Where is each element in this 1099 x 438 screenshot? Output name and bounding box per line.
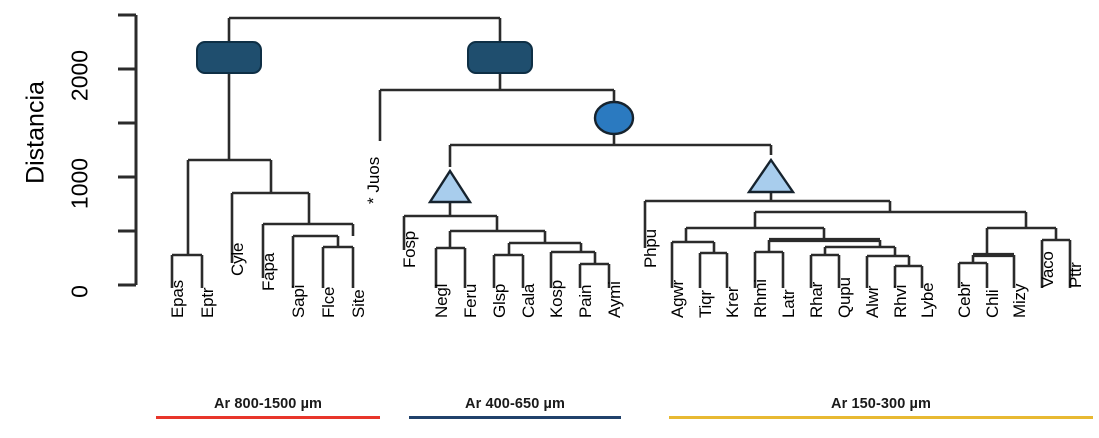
cluster-marker-circle (593, 100, 635, 136)
cluster-marker-left-rect (196, 41, 262, 74)
leaf-label: Alwr (863, 285, 882, 318)
leaf-label: Tiqr (696, 290, 715, 318)
leaf-label: Sapi (289, 284, 308, 318)
leaf-label: Rhvi (891, 284, 910, 318)
leaf-label: Cala (519, 283, 538, 318)
asterisk-note: * Juos (364, 156, 383, 204)
leaf-label: Qupu (835, 277, 854, 318)
leaf-label: Krer (723, 286, 742, 318)
cluster-group-2 (402, 201, 611, 288)
leaf-label: Cebr (955, 281, 974, 318)
leaf-label: Epas (168, 280, 187, 318)
group-bar: Ar 800-1500 µm (156, 396, 380, 419)
leaf-label: Cyle (228, 242, 247, 276)
leaf-label: Glsp (490, 283, 509, 318)
group-bar-underline (156, 416, 380, 419)
leaf-label: Eptr (198, 287, 217, 318)
leaf-label: Feru (461, 283, 480, 318)
leaf-label: Rhmi (751, 279, 770, 318)
group-bar-label: Ar 800-1500 µm (213, 396, 323, 412)
leaf-label: Mizy (1010, 283, 1029, 318)
group-bar: Ar 150-300 µm (669, 396, 1093, 419)
leaf-label: Negl (432, 283, 451, 318)
leaf-label: Lybe (918, 282, 937, 318)
leaf-label: Fosp (400, 231, 419, 268)
leaf-label: Fapa (259, 253, 278, 291)
cluster-marker-triangle-right (746, 157, 796, 194)
cluster-right-top (378, 72, 773, 167)
leaf-label: Kosp (547, 280, 566, 318)
leaf-label: Phpu (641, 229, 660, 268)
leaf-label: Latr (779, 289, 798, 319)
leaf-label: Site (349, 289, 368, 319)
root-link (227, 16, 502, 45)
group-bar-label: Ar 150-300 µm (831, 396, 931, 412)
leaf-label: Agwr (668, 280, 687, 318)
group-bar: Ar 400-650 µm (409, 396, 621, 419)
group-bar-underline (409, 416, 621, 419)
group-bar-underline (669, 416, 1093, 419)
y-axis (118, 13, 138, 287)
group-bar-label: Ar 400-650 µm (465, 396, 565, 412)
leaf-label: Flce (319, 286, 338, 318)
cluster-group-1 (170, 72, 355, 288)
leaf-label: Aymi (605, 281, 624, 318)
leaf-label: Pain (576, 284, 595, 318)
leaf-label: Pttr (1066, 262, 1085, 288)
leaf-label: Chli (983, 289, 1002, 319)
cluster-group-3 (643, 192, 1072, 288)
leaf-label: Vaco (1038, 251, 1057, 288)
cluster-marker-triangle-mid (427, 168, 473, 204)
cluster-marker-right-rect (467, 41, 533, 74)
leaf-label: Rhar (807, 281, 826, 318)
